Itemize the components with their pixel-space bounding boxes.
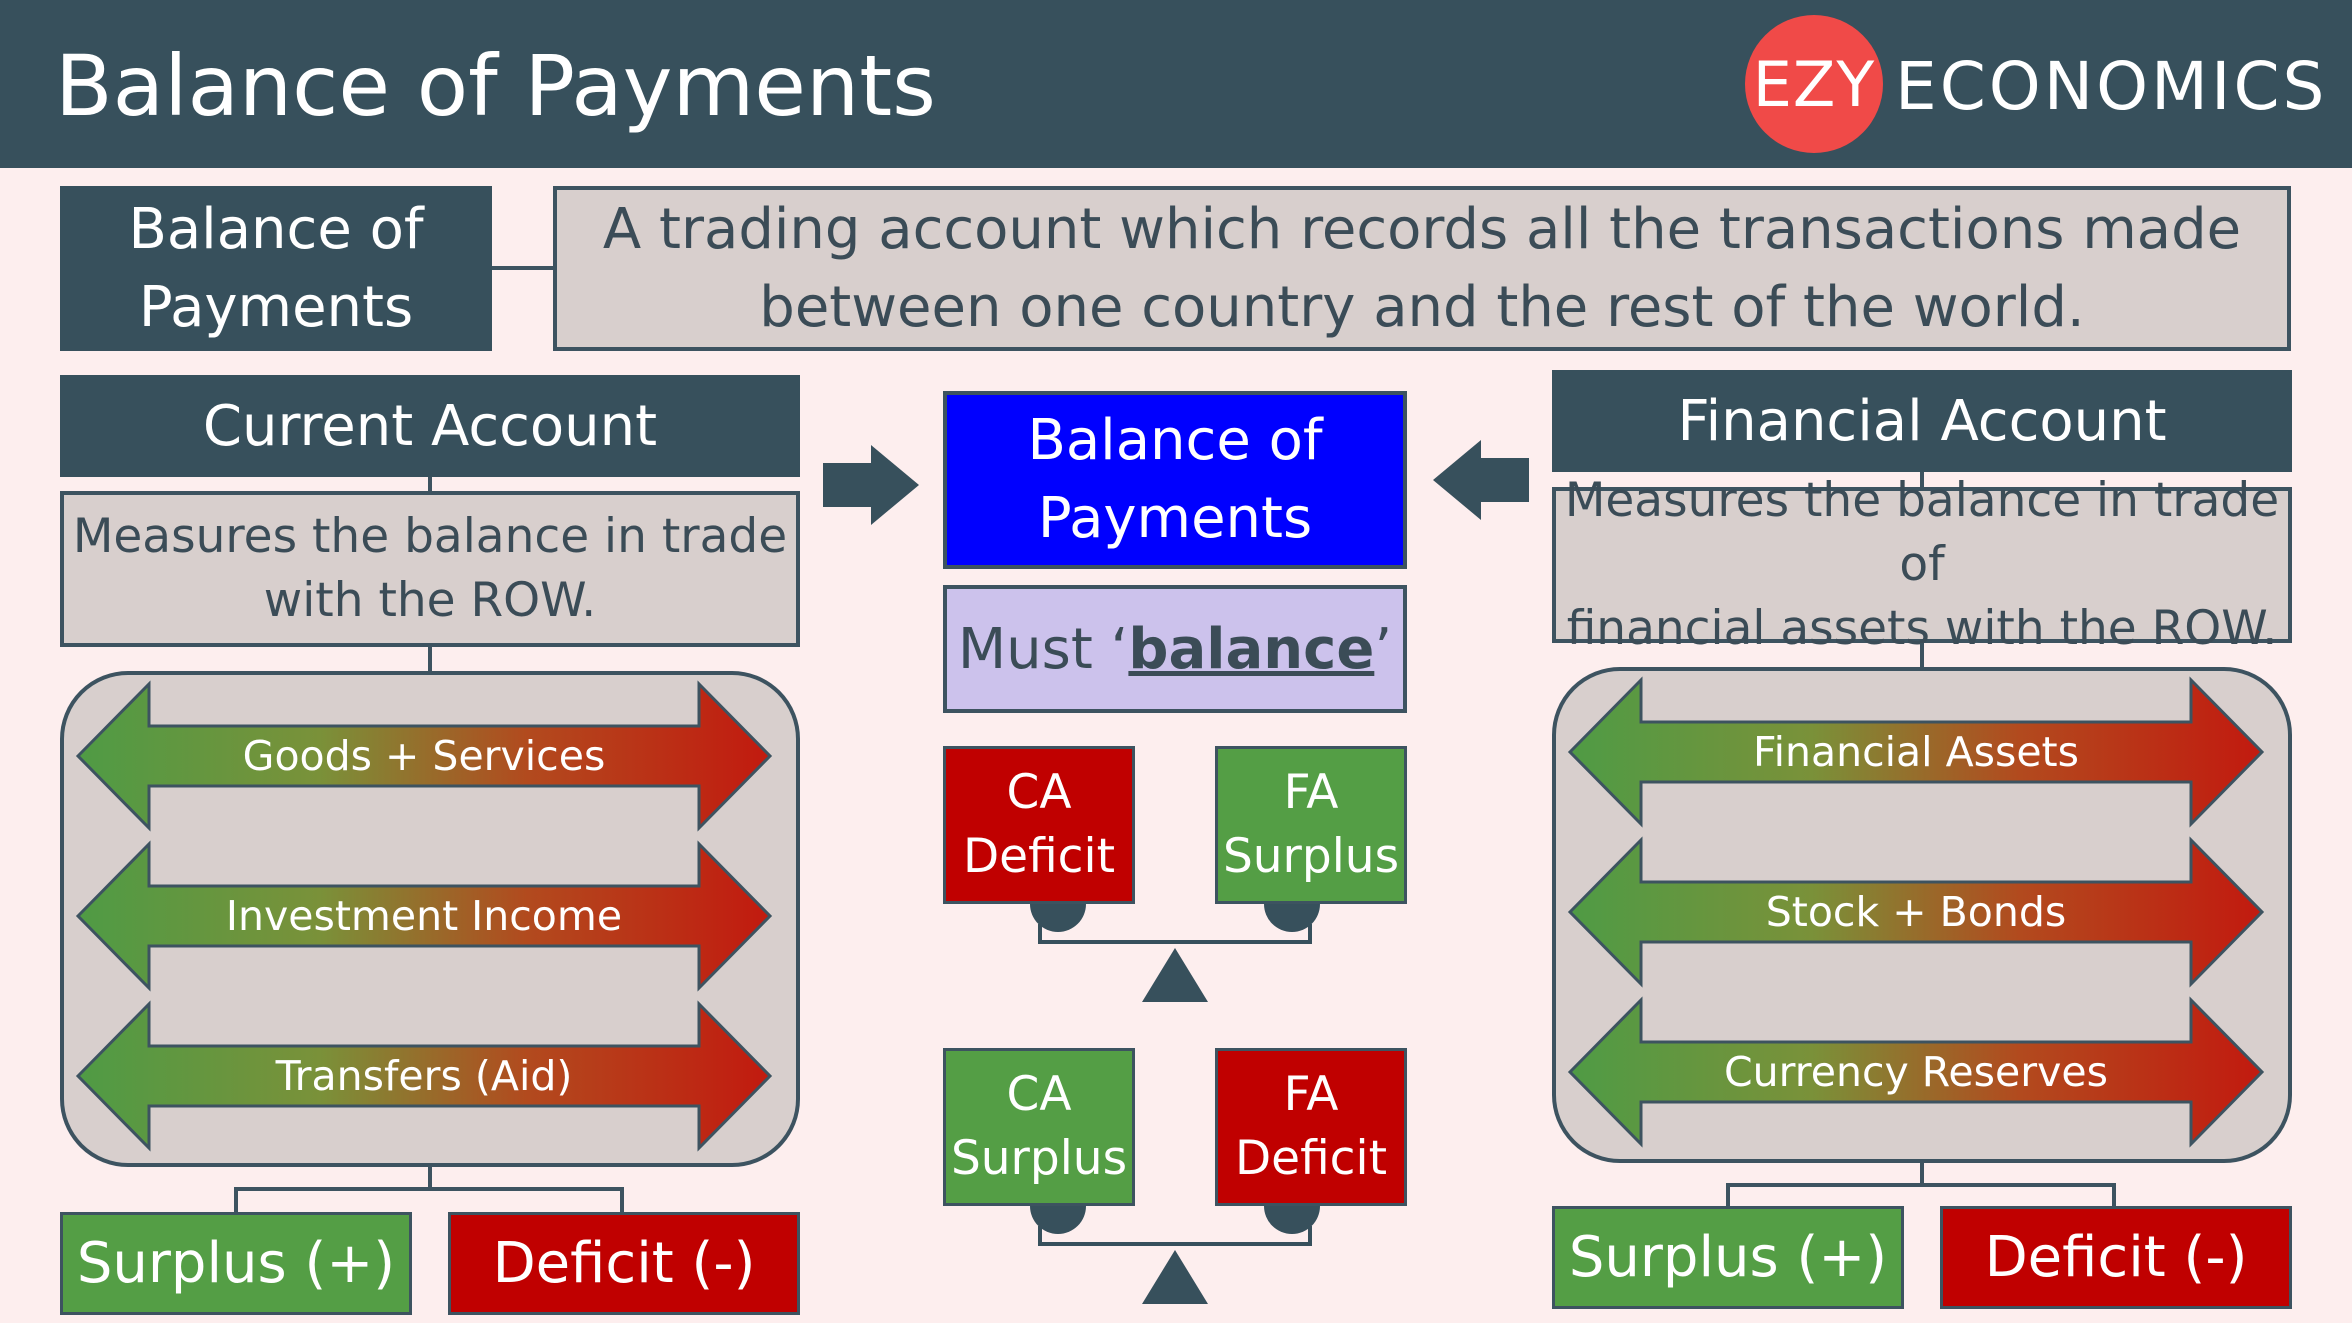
ca-desc-line2: with the ROW. — [263, 573, 597, 628]
fa-surplus-label: Surplus (+) — [1568, 1225, 1888, 1290]
double-arrow-transfers — [75, 1000, 773, 1152]
definition-term: Balance of Payments — [60, 186, 492, 351]
ca-bracket-left — [234, 1187, 238, 1213]
double-arrow-stock-bonds — [1567, 836, 2265, 988]
fa-deficit-label: Deficit (-) — [1984, 1225, 2248, 1290]
scale1-right-line2: Surplus — [1222, 829, 1400, 884]
ca-connector-2 — [428, 647, 432, 671]
must-balance-box: Must ‘balance’ — [943, 585, 1407, 713]
ca-bracket-right — [620, 1187, 624, 1213]
definition-term-line1: Balance of — [128, 196, 424, 262]
fa-bracket-right — [2112, 1183, 2116, 1208]
logo-economics-text: ECONOMICS — [1895, 48, 2328, 125]
fa-bracket-stem — [1920, 1163, 1924, 1185]
bop-line2: Payments — [1037, 486, 1313, 551]
ca-bracket-bar — [234, 1187, 624, 1191]
scale2-ca-surplus: CA Surplus — [943, 1048, 1135, 1206]
ca-surplus-label: Surplus (+) — [76, 1231, 396, 1296]
scale1-left-line2: Deficit — [962, 829, 1116, 884]
ca-connector-1 — [428, 477, 432, 491]
current-account-title: Current Account — [60, 375, 800, 477]
ca-deficit-label: Deficit (-) — [492, 1231, 756, 1296]
fa-connector-1 — [1920, 472, 1924, 487]
logo-badge: EZY — [1745, 15, 1883, 153]
header-bar — [0, 0, 2352, 168]
ca-item-goods-services: Goods + Services — [242, 732, 606, 780]
financial-account-title: Financial Account — [1552, 370, 2292, 472]
ca-bracket-stem — [428, 1167, 432, 1189]
must-suffix: ’ — [1374, 616, 1393, 682]
fa-desc-line1: Measures the balance in trade of — [1564, 473, 2280, 592]
double-arrow-financial-assets — [1567, 676, 2265, 828]
fa-deficit-box: Deficit (-) — [1940, 1206, 2292, 1309]
current-account-title-text: Current Account — [202, 393, 658, 459]
ca-item-transfers: Transfers (Aid) — [275, 1052, 573, 1100]
fa-bracket-left — [1726, 1183, 1730, 1208]
definition-term-line2: Payments — [138, 274, 414, 340]
page-title: Balance of Payments — [55, 37, 936, 135]
scale1-balance-beam — [1030, 904, 1320, 1002]
must-prefix: Must ‘ — [957, 616, 1129, 682]
scale1-fa-surplus: FA Surplus — [1215, 746, 1407, 904]
fa-surplus-box: Surplus (+) — [1552, 1206, 1904, 1309]
fa-bracket-bar — [1726, 1183, 2116, 1187]
fa-item-financial-assets: Financial Assets — [1753, 728, 2079, 776]
scale2-left-line1: CA — [1006, 1067, 1072, 1122]
definition-text: A trading account which records all the … — [553, 186, 2291, 351]
financial-account-description: Measures the balance in trade of financi… — [1552, 473, 2292, 656]
scale2-balance-beam — [1030, 1206, 1320, 1304]
scale1-ca-deficit: CA Deficit — [943, 746, 1135, 904]
bop-central-box: Balance of Payments — [943, 391, 1407, 569]
current-account-description: Measures the balance in trade with the R… — [60, 491, 800, 647]
definition-connector — [492, 266, 554, 270]
scale2-right-line2: Deficit — [1234, 1131, 1388, 1186]
definition-text-line1: A trading account which records all the … — [602, 196, 2242, 262]
scale1-left-line1: CA — [1006, 765, 1072, 820]
arrow-left-to-bop — [1433, 440, 1529, 520]
scale2-right-line1: FA — [1283, 1067, 1339, 1122]
ca-desc-line1: Measures the balance in trade — [72, 509, 788, 564]
scale2-fa-deficit: FA Deficit — [1215, 1048, 1407, 1206]
double-arrow-currency-reserves — [1567, 996, 2265, 1148]
fa-item-stock-bonds: Stock + Bonds — [1765, 888, 2067, 936]
must-balance-word: balance — [1128, 616, 1375, 682]
arrow-right-to-bop — [823, 445, 919, 525]
fa-connector-2 — [1920, 643, 1924, 667]
financial-account-title-text: Financial Account — [1677, 388, 2167, 454]
ca-surplus-box: Surplus (+) — [60, 1212, 412, 1315]
ca-deficit-box: Deficit (-) — [448, 1212, 800, 1315]
fa-item-currency-reserves: Currency Reserves — [1724, 1048, 2108, 1096]
ca-item-investment-income: Investment Income — [225, 892, 623, 940]
definition-text-line2: between one country and the rest of the … — [759, 274, 2085, 340]
double-arrow-investment-income — [75, 840, 773, 992]
logo-ezy-text: EZY — [1752, 47, 1876, 121]
double-arrow-goods-services — [75, 680, 773, 832]
bop-line1: Balance of — [1027, 408, 1323, 473]
scale2-left-line2: Surplus — [950, 1131, 1128, 1186]
scale1-right-line1: FA — [1283, 765, 1339, 820]
